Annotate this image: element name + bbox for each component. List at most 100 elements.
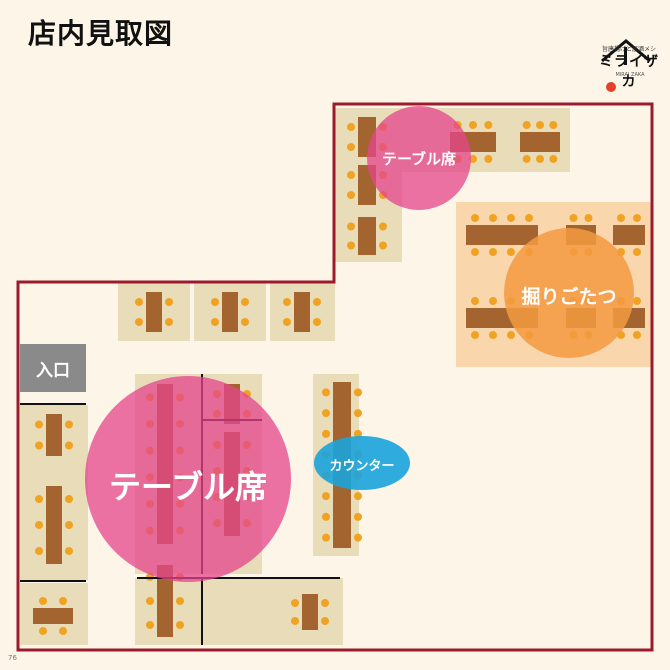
chair xyxy=(322,409,330,418)
chair xyxy=(507,248,515,256)
chair xyxy=(633,248,641,256)
chair xyxy=(489,331,497,339)
chair xyxy=(484,155,493,163)
chair xyxy=(469,155,477,163)
logo-seal-icon xyxy=(606,82,616,92)
logo-tagline: MIRAI ZAKA xyxy=(615,72,645,78)
chair xyxy=(321,617,329,625)
chair xyxy=(354,409,362,418)
chair xyxy=(379,241,387,250)
chair xyxy=(241,318,249,326)
chair xyxy=(322,429,330,438)
chair xyxy=(507,214,515,222)
chair xyxy=(135,298,143,306)
table xyxy=(157,565,173,637)
chair xyxy=(35,547,43,555)
table-zone-small-label: テーブル席 xyxy=(381,150,457,168)
table-zone-large-label: テーブル席 xyxy=(108,468,268,506)
chair xyxy=(35,441,43,450)
logo-roof-icon xyxy=(601,39,651,65)
chair xyxy=(489,214,497,222)
chair xyxy=(569,214,578,222)
entrance-label: 入口 xyxy=(36,361,70,381)
logo-subtitle: 旨唐揚げと居酒メシ xyxy=(601,46,656,53)
chair xyxy=(313,318,321,326)
table xyxy=(302,594,318,630)
table-zone-small xyxy=(367,106,471,210)
chair xyxy=(165,318,173,326)
chair xyxy=(522,121,531,129)
chair xyxy=(617,214,625,222)
chair xyxy=(469,121,477,129)
chair xyxy=(507,331,515,339)
chair xyxy=(322,512,330,521)
chair xyxy=(633,297,641,305)
counter-zone xyxy=(314,436,410,490)
chair xyxy=(347,123,355,131)
chair xyxy=(322,492,330,501)
chair xyxy=(484,121,493,129)
chair xyxy=(633,214,641,222)
counter-label: カウンター xyxy=(329,459,395,474)
table xyxy=(46,414,62,456)
chair xyxy=(379,222,387,231)
chair xyxy=(283,318,291,326)
chair xyxy=(354,533,362,542)
chair xyxy=(322,533,330,542)
chair xyxy=(65,547,73,555)
chair xyxy=(354,429,362,438)
chair xyxy=(165,298,173,306)
table xyxy=(146,292,162,332)
chair xyxy=(65,495,73,503)
chair xyxy=(321,599,329,607)
page-title: 店内見取図 xyxy=(28,17,174,50)
chair xyxy=(347,171,355,179)
seat-area xyxy=(203,578,343,645)
page-number: 76 xyxy=(8,654,17,662)
chair xyxy=(35,495,43,503)
chair xyxy=(347,222,355,231)
chair xyxy=(283,298,291,306)
table xyxy=(222,292,238,332)
table xyxy=(294,292,310,332)
chair xyxy=(354,388,362,397)
chair xyxy=(291,599,299,607)
chair xyxy=(347,241,355,250)
horigotatsu-label: 掘りごたつ xyxy=(521,286,617,308)
table xyxy=(466,225,538,245)
chair xyxy=(59,627,67,635)
chair xyxy=(176,621,184,629)
entrance-box xyxy=(20,344,86,392)
chair xyxy=(584,214,593,222)
chair xyxy=(536,155,544,163)
chair xyxy=(35,420,43,429)
horigotatsu-zone xyxy=(504,228,634,358)
chair xyxy=(536,121,544,129)
table xyxy=(33,608,73,624)
chair xyxy=(241,298,249,306)
chair xyxy=(347,191,355,199)
chair xyxy=(322,388,330,397)
chair xyxy=(65,521,73,529)
chair xyxy=(313,298,321,306)
chair xyxy=(65,441,73,450)
chair xyxy=(489,297,497,305)
chair xyxy=(176,597,184,605)
chair xyxy=(211,318,219,326)
table xyxy=(520,132,560,152)
chair xyxy=(211,298,219,306)
wall xyxy=(16,102,654,652)
chair xyxy=(135,318,143,326)
chair xyxy=(549,155,558,163)
table xyxy=(613,225,645,245)
chair xyxy=(471,297,479,305)
table xyxy=(358,217,376,255)
chair xyxy=(549,121,558,129)
chair xyxy=(522,155,531,163)
chair xyxy=(489,248,497,256)
table xyxy=(46,486,62,564)
chair xyxy=(291,617,299,625)
chair xyxy=(39,597,47,605)
chair xyxy=(471,214,479,222)
